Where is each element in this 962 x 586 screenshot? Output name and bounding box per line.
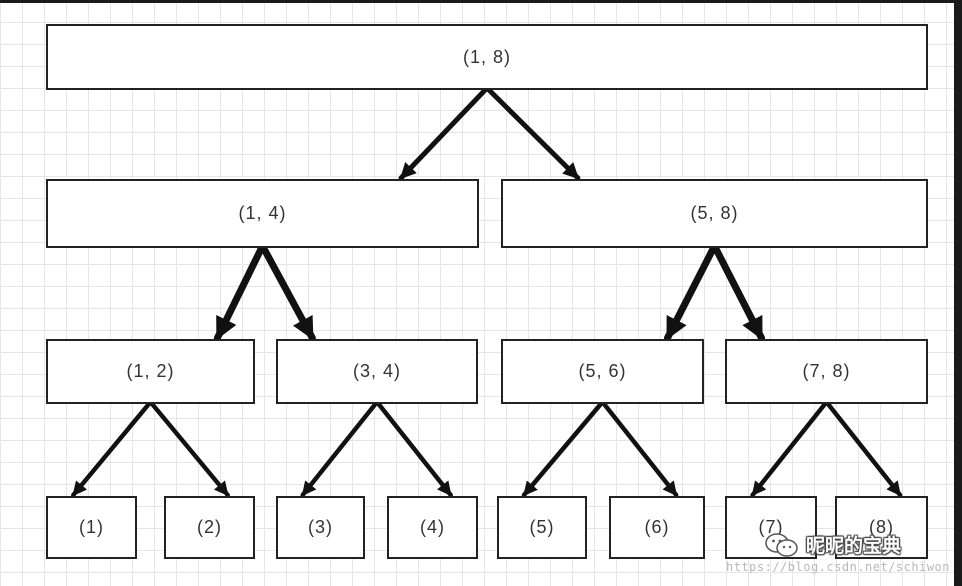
edge-7-8-to-7 bbox=[750, 399, 829, 498]
edge-1-2-to-2 bbox=[148, 399, 230, 498]
wechat-logo-icon bbox=[765, 532, 798, 557]
node-8: (8) bbox=[835, 496, 928, 559]
edge-5-8-to-5-6 bbox=[663, 242, 718, 342]
edge-5-6-to-6 bbox=[600, 399, 679, 498]
node-5-8: (5, 8) bbox=[501, 179, 928, 248]
node-1: (1) bbox=[46, 496, 137, 559]
node-1-4: (1, 4) bbox=[46, 179, 479, 248]
edge-1-4-to-1-2 bbox=[213, 242, 266, 342]
node-3: (3) bbox=[276, 496, 365, 559]
window-frame-top bbox=[0, 0, 962, 3]
node-6: (6) bbox=[609, 496, 705, 559]
node-5: (5) bbox=[497, 496, 587, 559]
window-frame-right bbox=[954, 0, 962, 586]
node-4: (4) bbox=[387, 496, 478, 559]
node-1-2: (1, 2) bbox=[46, 339, 255, 404]
edge-1-8-to-1-4 bbox=[398, 85, 490, 181]
edge-5-6-to-5 bbox=[521, 399, 605, 498]
watermark-text: 昵昵的宝典 bbox=[806, 535, 902, 557]
edge-1-8-to-5-8 bbox=[484, 85, 581, 181]
node-3-4: (3, 4) bbox=[276, 339, 478, 404]
edge-7-8-to-8 bbox=[824, 399, 903, 498]
edge-3-4-to-3 bbox=[300, 399, 380, 498]
source-url: https://blog.csdn.net/schiwon bbox=[725, 560, 950, 574]
watermark: 昵昵的宝典 bbox=[764, 531, 901, 558]
edge-1-4-to-3-4 bbox=[259, 242, 316, 342]
edge-3-4-to-4 bbox=[374, 399, 453, 498]
node-5-6: (5, 6) bbox=[501, 339, 704, 404]
edge-5-8-to-7-8 bbox=[711, 242, 766, 342]
node-7-8: (7, 8) bbox=[725, 339, 928, 404]
node-1-8: (1, 8) bbox=[46, 24, 928, 90]
edge-1-2-to-1 bbox=[71, 399, 153, 498]
node-2: (2) bbox=[164, 496, 255, 559]
